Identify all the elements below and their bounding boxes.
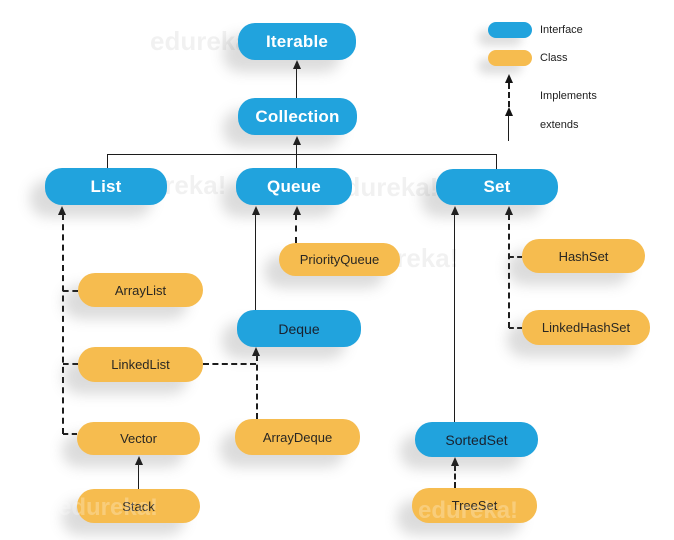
arrowhead-bus-to-collection — [292, 136, 301, 145]
node-deque: Deque — [237, 310, 361, 347]
node-linkedlist: LinkedList — [78, 347, 203, 382]
node-hashset: HashSet — [522, 239, 645, 273]
node-iterable: Iterable — [238, 23, 356, 60]
arrowhead-implementors-to-deque — [252, 347, 260, 356]
node-treeset: TreeSet — [412, 488, 537, 523]
edge-bus-set-stub — [496, 154, 497, 170]
node-hashset-label: HashSet — [558, 248, 609, 264]
edge-bus-collection-stub — [296, 145, 297, 154]
edge-priorityqueue-queue — [295, 214, 297, 243]
legend-interface-label: Interface — [540, 24, 583, 36]
edge-deque-queue — [255, 214, 256, 310]
edge-arraylist-list-stub — [63, 290, 78, 292]
arrowhead-deque-to-queue — [251, 206, 260, 215]
node-stack: Stack — [77, 489, 200, 523]
legend-interface-swatch — [488, 22, 532, 38]
arrowhead-implementors-to-set — [504, 206, 513, 215]
node-linkedhashset-label: LinkedHashSet — [541, 320, 631, 335]
edge-bus-list-stub — [107, 154, 108, 168]
edge-collection-iterable — [296, 68, 297, 98]
legend-extends-label: extends — [540, 119, 579, 131]
node-list: List — [45, 168, 167, 205]
node-deque-label: Deque — [278, 320, 320, 337]
node-set: Set — [436, 169, 558, 205]
edge-linkedhashset-set-stub — [509, 327, 522, 329]
node-queue-label: Queue — [267, 176, 321, 196]
arrowhead-treeset-to-sortedset — [450, 457, 459, 466]
node-arraylist: ArrayList — [78, 273, 203, 307]
legend-implements-label: Implements — [540, 90, 597, 102]
arrowhead-implementors-to-list — [58, 206, 66, 215]
node-arraydeque: ArrayDeque — [235, 419, 360, 455]
node-sortedset: SortedSet — [415, 422, 538, 457]
node-arraylist-label: ArrayList — [114, 282, 167, 298]
node-sortedset-label: SortedSet — [445, 431, 508, 448]
legend-class-label: Class — [540, 52, 568, 64]
edge-linkedlist-deque — [203, 363, 256, 365]
arrowhead-priorityqueue-to-queue — [292, 206, 301, 215]
node-collection-label: Collection — [255, 106, 340, 126]
node-iterable-label: Iterable — [265, 31, 329, 51]
node-linkedlist-label: LinkedList — [111, 357, 170, 372]
edge-stack-vector — [138, 464, 139, 489]
edge-vector-list-stub — [63, 433, 77, 435]
node-linkedhashset: LinkedHashSet — [522, 310, 650, 345]
node-treeset-label: TreeSet — [451, 498, 498, 513]
edge-linkedlist-list-stub — [63, 363, 78, 365]
arrowhead-sortedset-to-set — [450, 206, 459, 215]
node-queue: Queue — [236, 168, 352, 205]
arrowhead-collection-to-iterable — [292, 60, 301, 69]
edge-treeset-sortedset — [454, 465, 456, 488]
edge-list-implementors-trunk — [61, 214, 64, 434]
node-priorityqueue-label: PriorityQueue — [299, 252, 380, 267]
edge-bus-horizontal — [107, 154, 497, 155]
legend-class-swatch — [488, 50, 532, 66]
edge-bus-queue-stub — [296, 154, 297, 168]
node-vector: Vector — [77, 422, 200, 455]
node-arraydeque-label: ArrayDeque — [262, 429, 333, 445]
edge-set-implementors-trunk — [508, 214, 510, 328]
legend-implements-dashed-line — [508, 83, 510, 107]
node-collection: Collection — [238, 98, 357, 135]
legend-extends-solid-line — [508, 116, 509, 141]
edge-sortedset-set — [454, 214, 455, 422]
node-vector-label: Vector — [120, 431, 157, 446]
node-set-label: Set — [483, 177, 511, 196]
node-stack-label: Stack — [122, 498, 155, 514]
arrowhead-stack-to-vector — [134, 456, 143, 465]
edge-hashset-set-stub — [509, 256, 522, 258]
edge-arraydeque-deque — [255, 355, 258, 419]
node-priorityqueue: PriorityQueue — [279, 243, 400, 276]
legend-extends-arrowhead-icon — [504, 107, 513, 116]
legend-implements-arrowhead-icon — [504, 74, 513, 83]
node-list-label: List — [90, 176, 122, 196]
